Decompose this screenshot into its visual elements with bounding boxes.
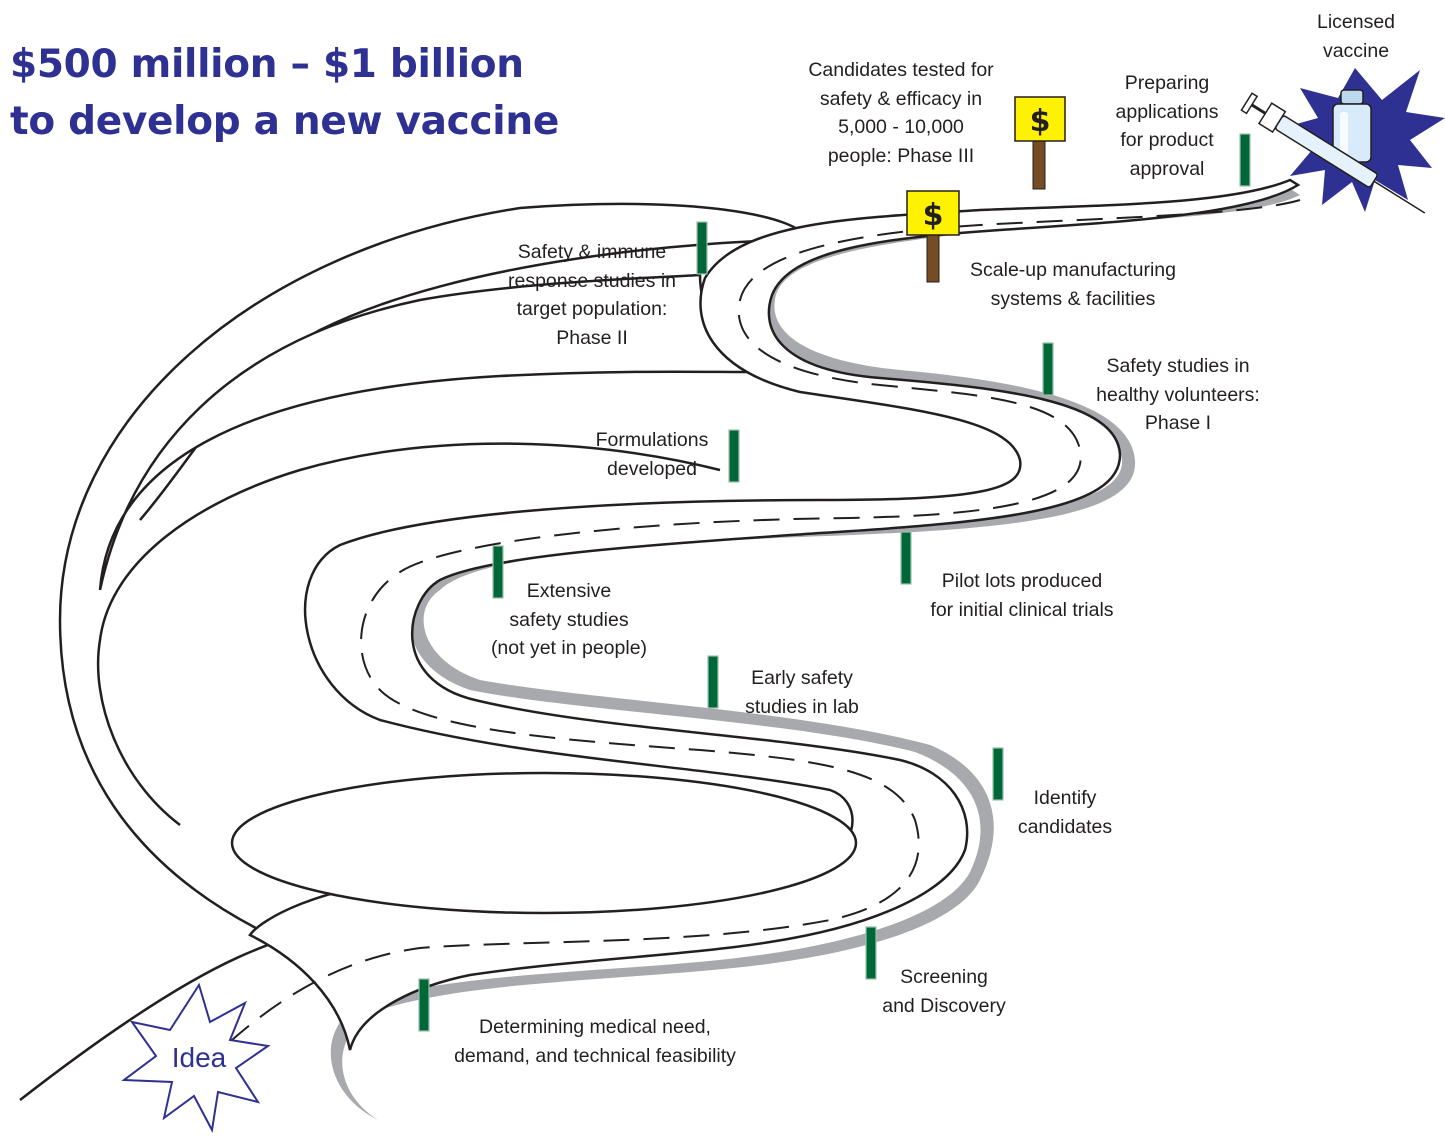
milestone-label-line: approval (1129, 157, 1205, 180)
milestone-label-line: and Discovery (882, 994, 1006, 1017)
milestone-label-line: safety & efficacy in (819, 87, 983, 110)
milestone-label-pilot-lots: Pilot lots produced for initial clinical… (912, 567, 1132, 624)
milestone-label-identify-candidates: Identify candidates (1005, 784, 1125, 841)
milestone-label-line: candidates (1017, 815, 1113, 838)
milestone-label-line: Early safety (751, 667, 853, 689)
milestone-label-line: for product (1120, 129, 1214, 151)
licensed-vaccine-label: Licensed vaccine (1296, 8, 1416, 65)
road-outer-fan (19, 202, 810, 1101)
milestone-label-line: Pilot lots produced (941, 570, 1103, 592)
milestone-label-phase2: Safety & immune response studies in targ… (494, 238, 690, 352)
milestone-label-screening: Screening and Discovery (868, 963, 1020, 1020)
milestone-marker (728, 429, 740, 483)
milestone-label-line: demand, and technical feasibility (454, 1044, 736, 1067)
milestone-label-line: Formulations (595, 429, 709, 451)
milestone-label-line: Extensive (526, 580, 612, 602)
milestone-marker (492, 545, 504, 599)
milestone-label-line: Scale-up manufacturing (970, 259, 1176, 281)
milestone-marker (707, 655, 719, 709)
road-lower-fan (96, 442, 721, 826)
milestone-label-line: response studies in (507, 269, 677, 292)
title-line-2: to develop a new vaccine (10, 99, 559, 144)
milestone-marker (696, 221, 708, 275)
milestone-label-line: Candidates tested for (808, 59, 994, 81)
milestone-label-line: healthy volunteers: (1096, 383, 1260, 406)
licensed-vaccine-label-line: Licensed (1316, 11, 1396, 33)
syringe-icon (1240, 92, 1426, 214)
milestone-label-medical-need: Determining medical need, demand, and te… (432, 1013, 758, 1070)
milestone-label-line: (not yet in people) (490, 637, 648, 659)
milestone-label-line: Screening (900, 966, 988, 988)
milestone-label-line: people: Phase III (827, 144, 975, 167)
milestone-label-phase3: Candidates tested for safety & efficacy … (786, 56, 1016, 170)
milestone-label-line: for initial clinical trials (930, 598, 1114, 621)
phase3-funding-sign: $ (1014, 96, 1066, 190)
milestone-label-line: developed (607, 457, 697, 480)
milestone-label-scaleup: Scale-up manufacturing systems & facilit… (950, 256, 1196, 313)
milestone-label-phase1: Safety studies in healthy volunteers: Ph… (1078, 352, 1278, 438)
title-line-1: $500 million – $1 billion (10, 42, 524, 87)
milestone-label-line: Safety studies in (1106, 355, 1250, 377)
milestone-label-line: safety studies (509, 608, 629, 631)
vaccine-vial-icon (1332, 89, 1372, 163)
road-loop-island (230, 771, 858, 915)
milestone-label-approval: Preparing applications for product appro… (1100, 69, 1234, 183)
milestone-label-line: Safety & immune (517, 241, 667, 263)
dollar-sign-text: $ (923, 198, 944, 233)
dollar-sign-text: $ (1030, 104, 1051, 139)
milestone-label-line: target population: (516, 298, 668, 320)
milestone-marker (865, 926, 877, 980)
milestone-label-early-safety: Early safety studies in lab (734, 664, 870, 721)
milestone-label-extensive-safety: Extensive safety studies (not yet in peo… (474, 577, 664, 663)
idea-star-icon (121, 982, 271, 1134)
page-title: $500 million – $1 billion to develop a n… (10, 36, 559, 150)
milestone-label-line: Identify (1033, 787, 1097, 809)
road-center-line (199, 199, 1301, 1071)
idea-label: Idea (171, 1042, 227, 1073)
milestone-marker (1042, 342, 1054, 396)
milestone-label-line: studies in lab (745, 695, 859, 718)
milestone-label-line: Phase II (556, 326, 628, 349)
milestone-marker (418, 978, 430, 1032)
milestone-marker (900, 531, 912, 585)
milestone-label-line: Determining medical need, (479, 1016, 711, 1038)
milestone-label-line: Phase I (1144, 412, 1212, 434)
licensed-vaccine-label-line: vaccine (1322, 39, 1390, 62)
milestone-label-line: systems & facilities (990, 287, 1156, 310)
scaleup-funding-sign: $ (906, 190, 960, 283)
milestone-marker (1239, 133, 1251, 187)
milestone-label-line: Preparing (1124, 72, 1210, 94)
milestone-label-formulations: Formulations developed (580, 426, 724, 483)
milestone-marker (992, 747, 1004, 801)
milestone-label-line: applications (1115, 100, 1219, 123)
milestone-label-line: 5,000 - 10,000 (838, 116, 964, 138)
milestone-markers (418, 133, 1251, 1032)
